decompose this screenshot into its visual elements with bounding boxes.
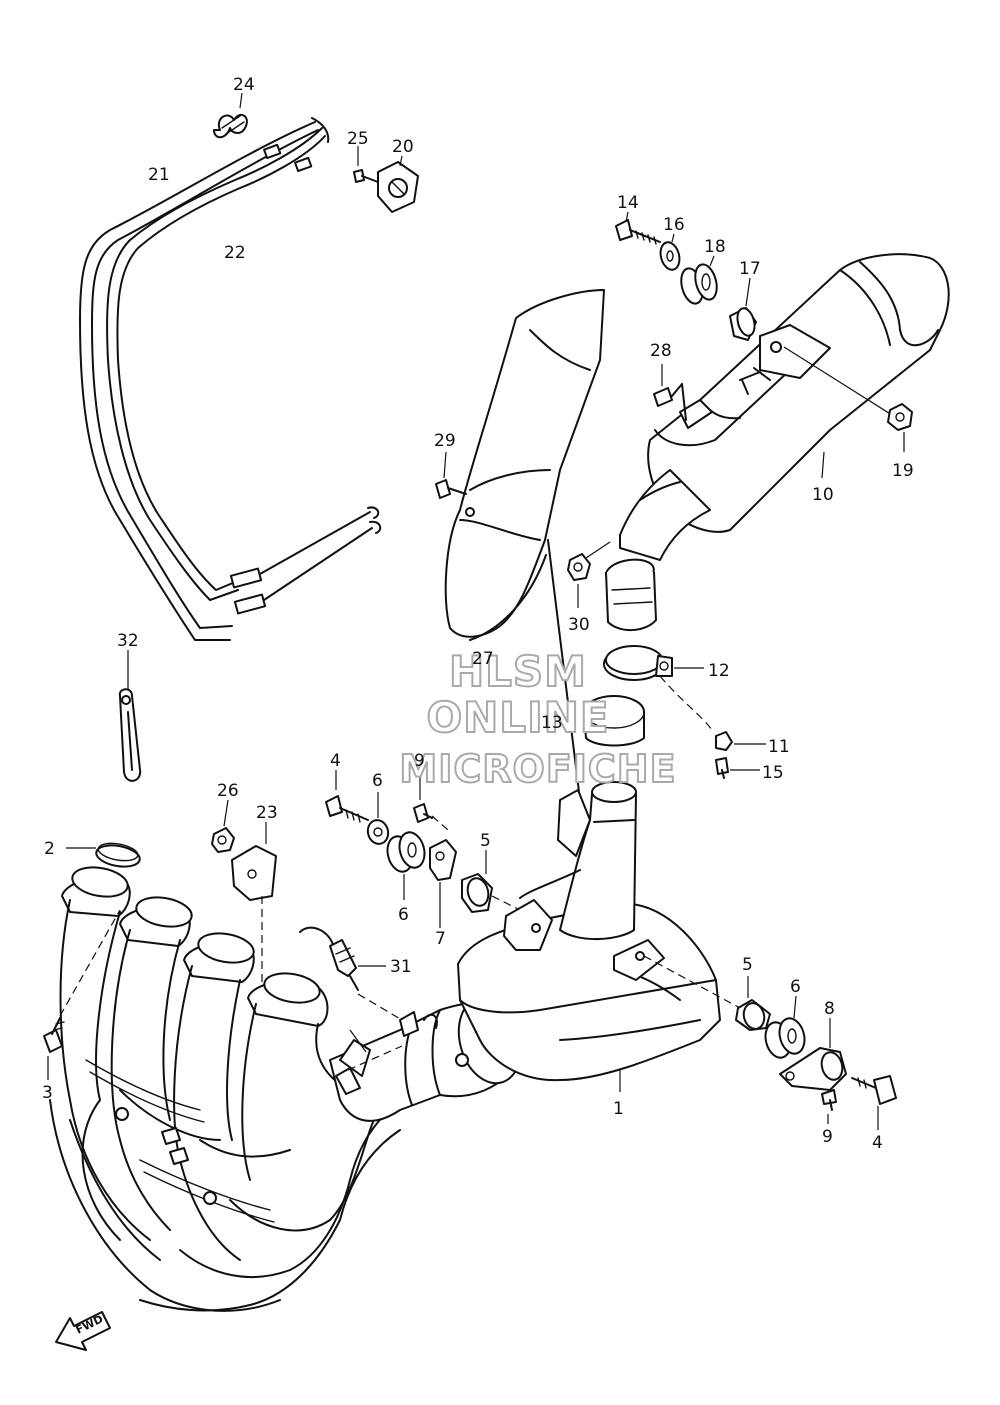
label-1: 1	[613, 1099, 624, 1119]
nut-19	[887, 403, 913, 452]
bracket-23	[231, 822, 277, 990]
fwd-arrow: FWD	[55, 1311, 111, 1351]
label-27: 27	[472, 649, 494, 669]
gasket-13	[583, 695, 645, 747]
collector-body-1	[457, 781, 721, 1092]
label-15: 15	[762, 763, 784, 783]
label-26: 26	[217, 781, 239, 801]
watermark-line-3: MICROFICHE	[399, 747, 676, 791]
sensor-31	[299, 926, 403, 1021]
label-12: 12	[708, 661, 730, 681]
label-24: 24	[233, 75, 255, 95]
callout-labels: 24 21 22 25 20 14 16 18 17 28 29 19 10 3…	[42, 75, 914, 1153]
label-18: 18	[704, 237, 726, 257]
label-28: 28	[650, 341, 672, 361]
watermark-line-2: ONLINE	[426, 693, 609, 742]
label-13: 13	[541, 713, 563, 733]
muffler-mount-hardware	[615, 211, 757, 341]
label-5-front: 5	[480, 831, 491, 851]
label-9-front: 9	[414, 751, 425, 771]
watermark: HLSM ONLINE MICROFICHE	[398, 646, 676, 792]
label-11: 11	[768, 737, 790, 757]
label-19: 19	[892, 461, 914, 481]
label-4-rear: 4	[872, 1133, 883, 1153]
label-14: 14	[617, 193, 639, 213]
label-8: 8	[824, 999, 835, 1019]
nut-26	[211, 799, 235, 853]
label-21: 21	[148, 165, 170, 185]
label-32: 32	[117, 631, 139, 651]
label-22: 22	[224, 243, 246, 263]
label-5-rear: 5	[742, 955, 753, 975]
clip-28	[653, 364, 687, 421]
label-6-front-top: 6	[372, 771, 383, 791]
muffler-10	[605, 253, 950, 631]
bolt-15	[715, 757, 760, 779]
label-30: 30	[568, 615, 590, 635]
clamp-12	[603, 645, 704, 681]
label-3: 3	[42, 1083, 53, 1103]
cable-clip-24	[213, 92, 248, 139]
header-pipes	[49, 866, 523, 1312]
bolt-25-plate-20	[353, 146, 419, 213]
label-20: 20	[392, 137, 414, 157]
label-23: 23	[256, 803, 278, 823]
label-6-rear: 6	[790, 977, 801, 997]
front-mount-hardware	[325, 770, 521, 928]
label-16: 16	[663, 215, 685, 235]
gasket-2	[66, 842, 141, 868]
label-17: 17	[739, 259, 761, 279]
label-9-rear: 9	[822, 1127, 833, 1147]
label-6-front-bottom: 6	[398, 905, 409, 925]
label-4-front: 4	[330, 751, 341, 771]
washer-30	[567, 541, 611, 608]
label-10: 10	[812, 485, 834, 505]
label-7: 7	[435, 929, 446, 949]
nut-11	[659, 675, 766, 751]
bolt-29	[435, 451, 467, 499]
strap-32	[118, 650, 142, 782]
watermark-line-1: HLSM	[449, 647, 587, 696]
label-29: 29	[434, 431, 456, 451]
heat-guard-27	[444, 289, 605, 801]
label-31: 31	[390, 957, 412, 977]
rear-mount-hardware	[643, 955, 897, 1130]
label-2: 2	[44, 839, 55, 859]
label-25: 25	[347, 129, 369, 149]
throttle-cables	[79, 117, 382, 641]
bolt-3	[43, 909, 121, 1080]
